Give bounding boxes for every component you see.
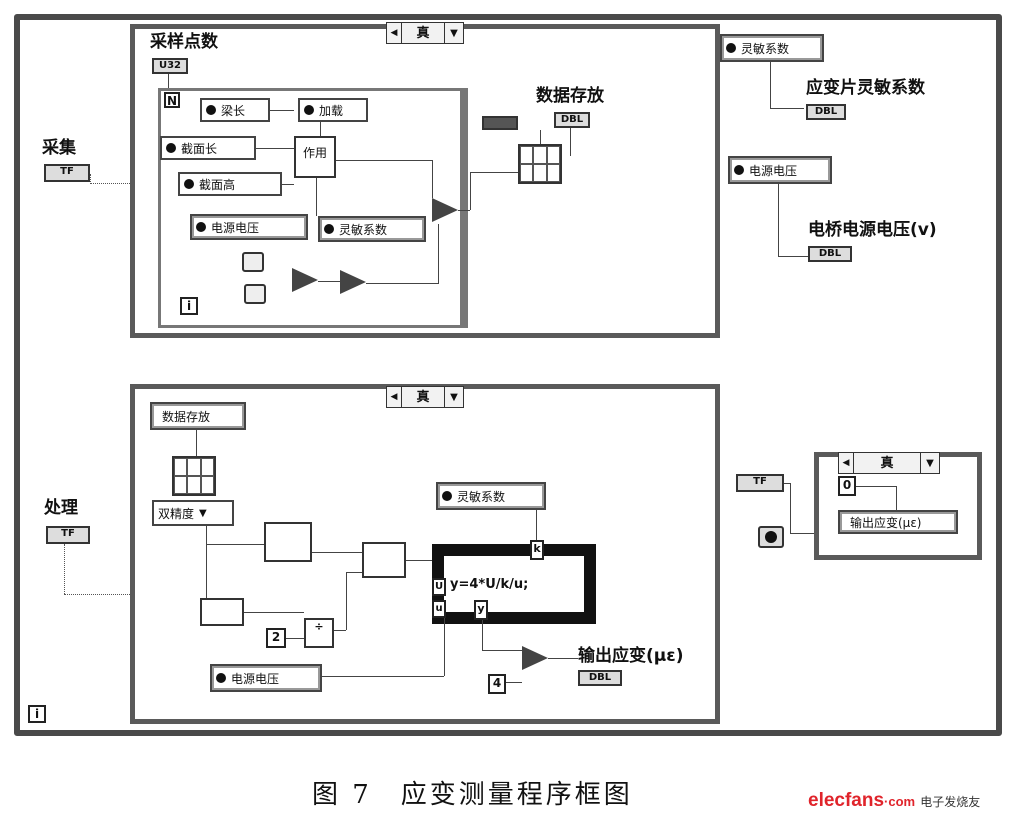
- divide-node: ÷: [304, 618, 334, 648]
- voltage-control-terminal[interactable]: DBL: [808, 246, 852, 262]
- index-array-node: [264, 522, 312, 562]
- sample-count-terminal[interactable]: U32: [152, 58, 188, 74]
- process-bool-label: 处理: [44, 498, 78, 518]
- loop-index-terminal: i: [180, 297, 198, 315]
- random-number-icon-1: [242, 252, 264, 272]
- bottom-right-case-selector[interactable]: ◀真▼: [838, 452, 940, 474]
- acquire-bool-terminal[interactable]: TF: [44, 164, 90, 182]
- formula-input-k: k: [530, 540, 544, 560]
- multiply-node-2: [340, 270, 366, 294]
- figure-caption: 图 7 应变测量程序框图: [312, 780, 633, 810]
- sensitivity-control-label: 应变片灵敏系数: [806, 78, 925, 98]
- multiply-node-3: [522, 646, 548, 670]
- formula-node: y=4*U/k/u;: [432, 544, 596, 624]
- const-4: 4: [488, 674, 506, 694]
- sample-count-label: 采样点数: [150, 32, 218, 52]
- data-store-label: 数据存放: [536, 86, 604, 106]
- input-sensitivity: 灵敏系数: [318, 216, 426, 242]
- input-load: 加载: [298, 98, 368, 122]
- calc-subvi: 作用: [294, 136, 336, 178]
- outer-while-loop: [14, 14, 1002, 736]
- input-supply-voltage: 电源电压: [190, 214, 308, 240]
- loop-count-terminal: N: [164, 92, 180, 108]
- input-beam-length: 梁长: [200, 98, 270, 122]
- sensitivity-control-terminal[interactable]: DBL: [806, 104, 846, 120]
- const-0: 0: [838, 476, 856, 496]
- acquire-case-selector[interactable]: ◀真▼: [386, 22, 464, 44]
- formula-input-u: u: [432, 600, 446, 618]
- read-file-icon: [172, 456, 216, 496]
- output-strain-terminal[interactable]: DBL: [578, 670, 622, 686]
- bottom-right-bool-terminal[interactable]: TF: [736, 474, 784, 492]
- input-section-length: 截面长: [160, 136, 256, 160]
- acquire-bool-label: 采集: [42, 138, 76, 158]
- const-2: 2: [266, 628, 286, 648]
- sensitivity-global: 灵敏系数: [720, 34, 824, 62]
- add-node: [432, 198, 458, 222]
- write-file-icon: [518, 144, 562, 184]
- brand-logo: elecfans·com 电子发烧友: [808, 790, 981, 811]
- formula-output-y: y: [474, 600, 488, 620]
- array-size-node: [200, 598, 244, 626]
- precision-select[interactable]: 双精度▼: [152, 500, 234, 526]
- bottom-right-output-node: 输出应变(με): [838, 510, 958, 534]
- acquire-for-loop: [158, 88, 468, 328]
- build-array-node: [362, 542, 406, 578]
- process-voltage: 电源电压: [210, 664, 322, 692]
- output-strain-label: 输出应变(με): [578, 646, 684, 666]
- data-store-terminal[interactable]: DBL: [554, 112, 590, 128]
- data-store-terminal-left: [482, 116, 518, 130]
- input-section-height: 截面高: [178, 172, 282, 196]
- multiply-node-1: [292, 268, 318, 292]
- stop-button-icon[interactable]: [758, 526, 784, 548]
- random-number-icon-2: [244, 284, 266, 304]
- outer-loop-index: i: [28, 705, 46, 723]
- voltage-control-label: 电桥电源电压(v): [808, 220, 937, 240]
- process-sensitivity: 灵敏系数: [436, 482, 546, 510]
- voltage-global: 电源电压: [728, 156, 832, 184]
- process-data-store: 数据存放: [150, 402, 246, 430]
- process-case-selector[interactable]: ◀真▼: [386, 386, 464, 408]
- formula-input-U: U: [432, 578, 446, 596]
- process-bool-terminal[interactable]: TF: [46, 526, 90, 544]
